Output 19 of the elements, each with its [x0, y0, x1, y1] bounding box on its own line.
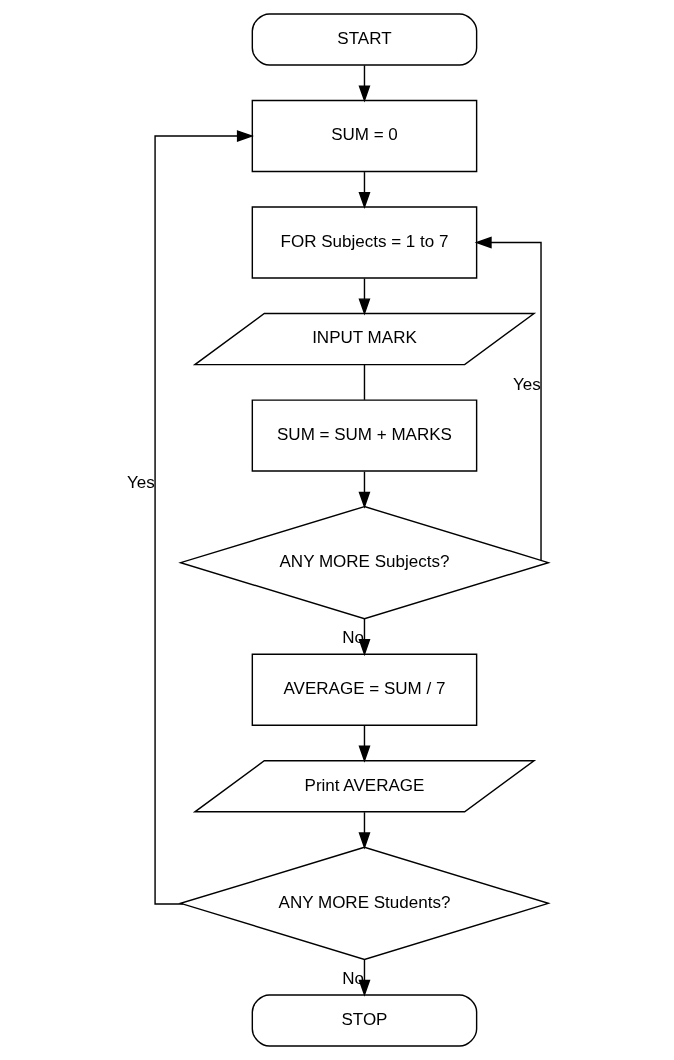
arrow [358, 618, 370, 657]
arrow [153, 130, 254, 905]
node-box: SUM = 0 [251, 99, 477, 173]
node-box: SUM = SUM + MARKS [251, 399, 477, 472]
arrow [358, 470, 370, 509]
node-box: STOP [251, 994, 477, 1047]
arrow [358, 811, 370, 850]
node-diamond: ANY MORE Subjects? [177, 505, 551, 620]
node-box: FOR Subjects = 1 to 7 [251, 206, 477, 279]
connector [363, 364, 365, 401]
arrow [474, 236, 542, 561]
arrow [358, 724, 370, 763]
edge-label: Yes [126, 472, 155, 492]
edge-label: Yes [512, 374, 541, 394]
node-box: AVERAGE = SUM / 7 [251, 653, 477, 726]
arrow [358, 277, 370, 316]
node-box: START [251, 13, 477, 66]
arrow [358, 171, 370, 209]
arrow [358, 64, 370, 103]
